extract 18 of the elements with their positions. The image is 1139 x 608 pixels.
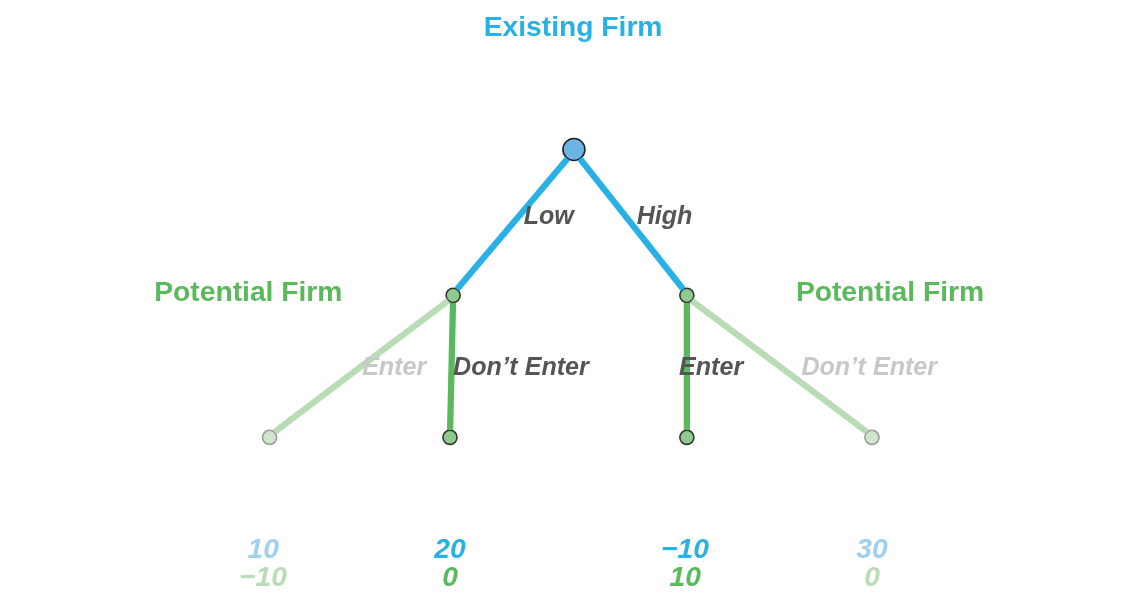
node-label: Existing Firm <box>483 9 662 42</box>
node-circle <box>261 429 277 446</box>
connector <box>683 302 690 430</box>
connector <box>454 156 570 292</box>
node-circle <box>678 429 695 446</box>
node-circle <box>441 429 458 446</box>
node-circle <box>678 287 695 304</box>
node-circle <box>444 287 461 304</box>
connector <box>577 156 686 292</box>
connector <box>446 302 456 431</box>
node-circle <box>863 429 880 446</box>
connector <box>689 298 869 435</box>
node-label: Potential Firm <box>153 274 342 307</box>
node-circle <box>561 137 586 162</box>
connector <box>272 298 450 435</box>
edge-label: High <box>636 201 692 230</box>
node-label: Potential Firm <box>795 274 984 307</box>
edge-label: Low <box>523 201 574 230</box>
